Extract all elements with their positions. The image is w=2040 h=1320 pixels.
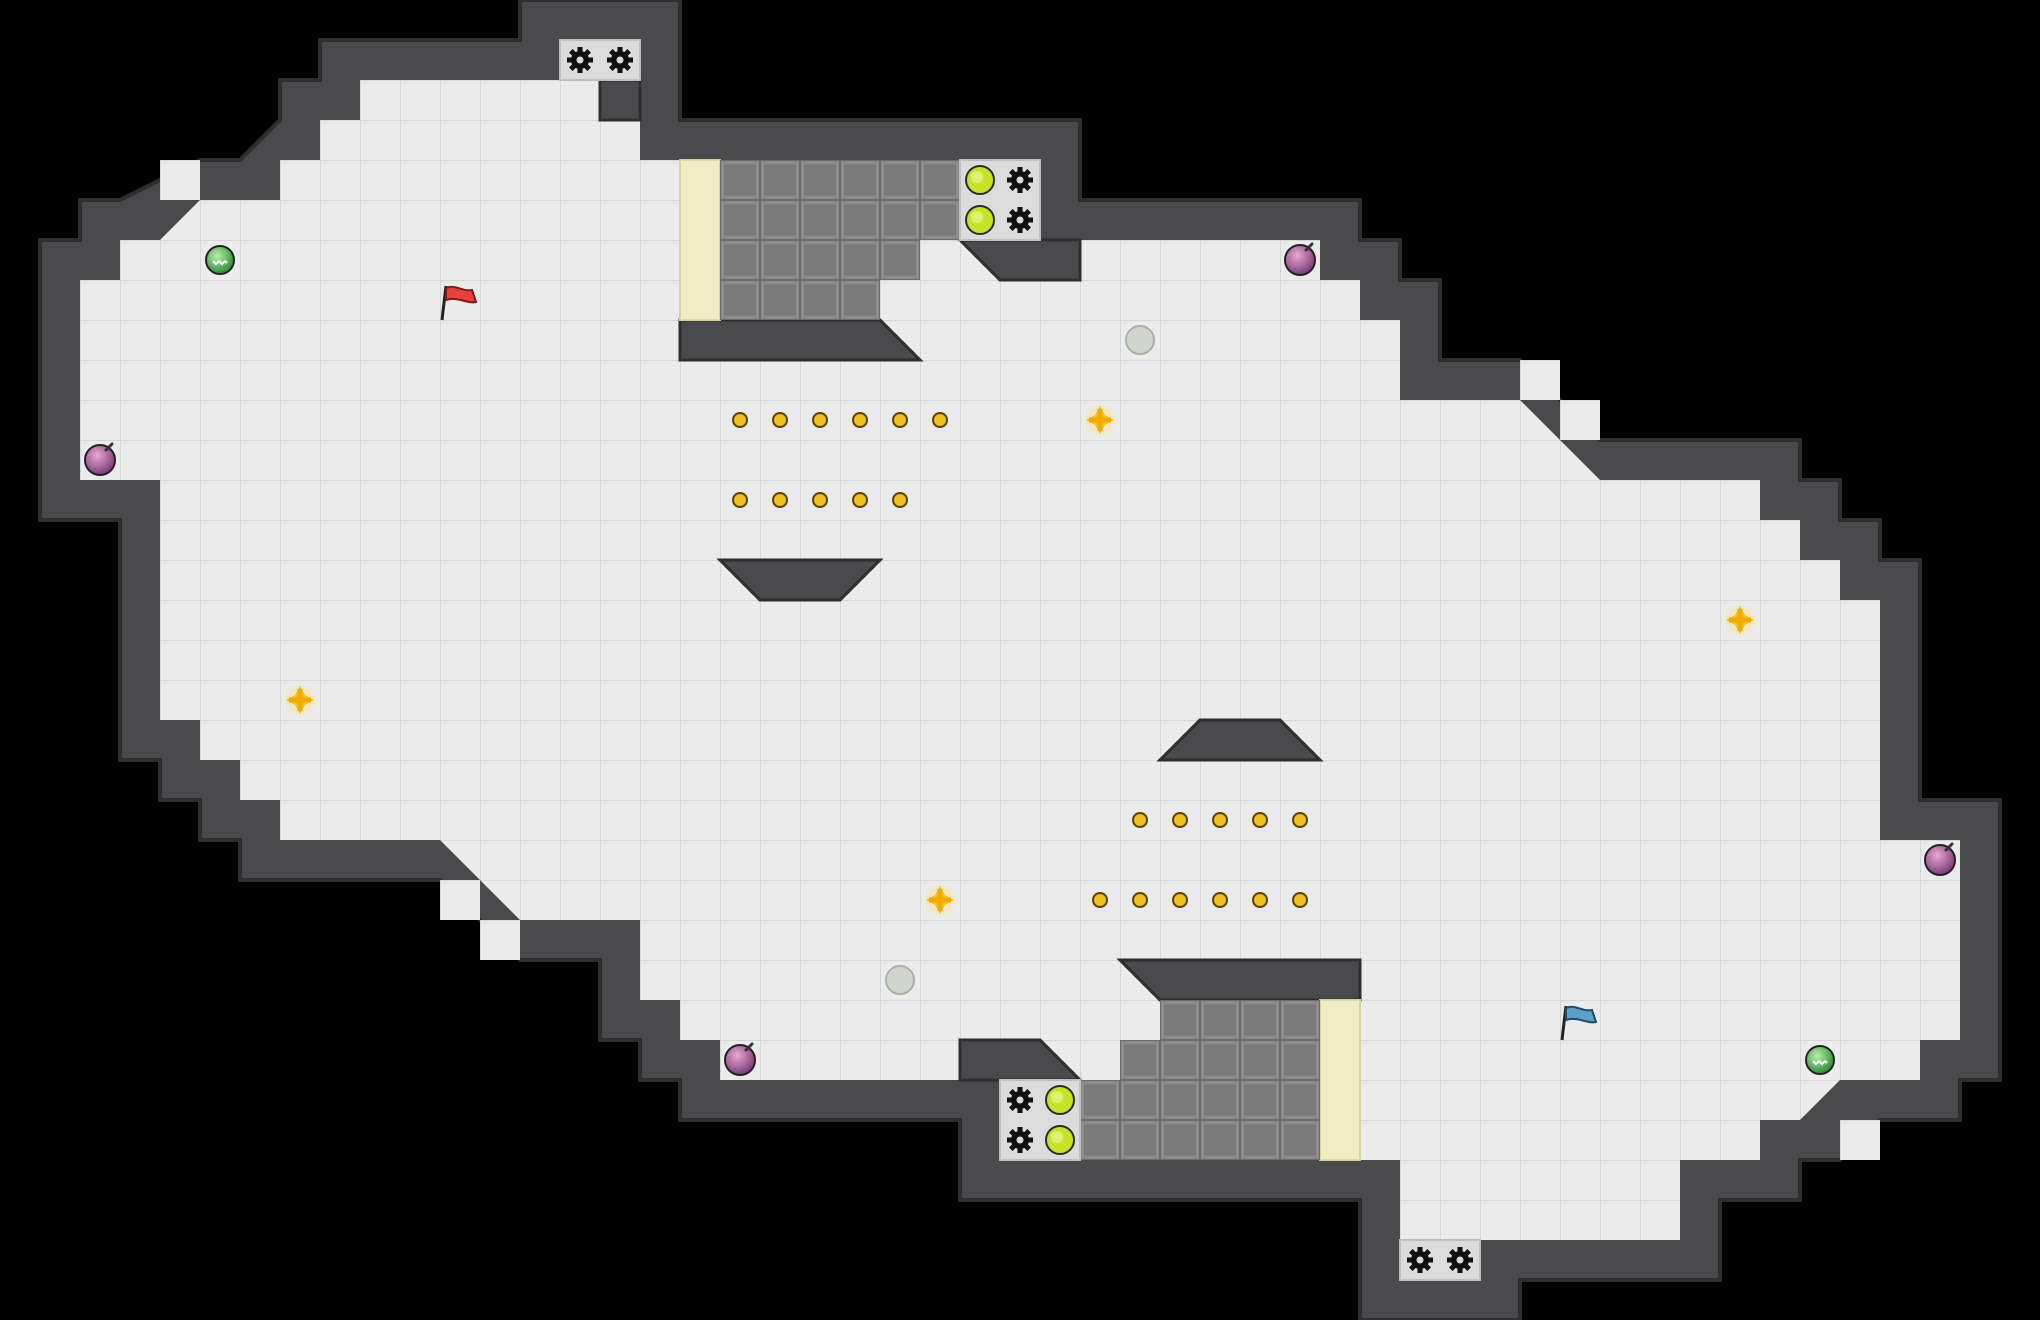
spike-icon [607, 47, 633, 73]
bomb-icon [84, 442, 116, 476]
button-dot [852, 412, 868, 428]
toggle-button [1045, 1125, 1075, 1155]
button-dot-group [732, 412, 1308, 908]
button-dot [1132, 892, 1148, 908]
button-dot [1172, 812, 1188, 828]
marker-group [885, 325, 1155, 995]
team-gates [679, 159, 1361, 1161]
boost-icon [1725, 605, 1755, 635]
button-dot [852, 492, 868, 508]
button-dot [892, 492, 908, 508]
button-dot [812, 492, 828, 508]
spike-icon [1007, 1127, 1033, 1153]
wall-block-bottom [1116, 958, 1362, 1002]
bomb-icon [724, 1042, 756, 1076]
button-dot [1092, 892, 1108, 908]
floor [80, 40, 1960, 1280]
button-dot [812, 412, 828, 428]
toggle-button [1045, 1085, 1075, 1115]
boost-icon [1085, 405, 1115, 435]
spike-icon [1007, 167, 1033, 193]
toggle-button [965, 205, 995, 235]
spike-group [567, 47, 1473, 1273]
button-dot [1132, 812, 1148, 828]
red-flag-icon [440, 285, 478, 321]
boost-group [285, 405, 1755, 915]
button-dot [732, 492, 748, 508]
spike-icon [567, 47, 593, 73]
button-dot [1292, 892, 1308, 908]
bomb-group [84, 242, 1956, 1076]
marker-circle [885, 965, 915, 995]
button-dot [1252, 812, 1268, 828]
spike-icon [1007, 207, 1033, 233]
speed-tiles [720, 160, 1320, 1160]
jukejuice-icon [1805, 1045, 1835, 1075]
marker-circle [1125, 325, 1155, 355]
bomb-icon [1284, 242, 1316, 276]
wall-block-top [678, 318, 924, 362]
toggle-button [965, 165, 995, 195]
jukejuice-group [205, 245, 1835, 1075]
button-dot [772, 412, 788, 428]
button-dot [1212, 892, 1228, 908]
blue-flag-icon [1560, 1005, 1598, 1041]
button-dot [1212, 812, 1228, 828]
boost-icon [925, 885, 955, 915]
wall-wedge-lower [1156, 718, 1324, 762]
button-dot [892, 412, 908, 428]
jukejuice-icon [205, 245, 235, 275]
toggle-group [965, 165, 1075, 1155]
wall-wedge-upper [716, 558, 884, 602]
spike-icon [1407, 1247, 1433, 1273]
button-dot [772, 492, 788, 508]
button-dot [732, 412, 748, 428]
button-dot [932, 412, 948, 428]
button-dot [1172, 892, 1188, 908]
spike-icon [1007, 1087, 1033, 1113]
button-dot [1252, 892, 1268, 908]
bomb-icon [1924, 842, 1956, 876]
button-dot [1292, 812, 1308, 828]
boost-icon [285, 685, 315, 715]
spike-icon [1447, 1247, 1473, 1273]
